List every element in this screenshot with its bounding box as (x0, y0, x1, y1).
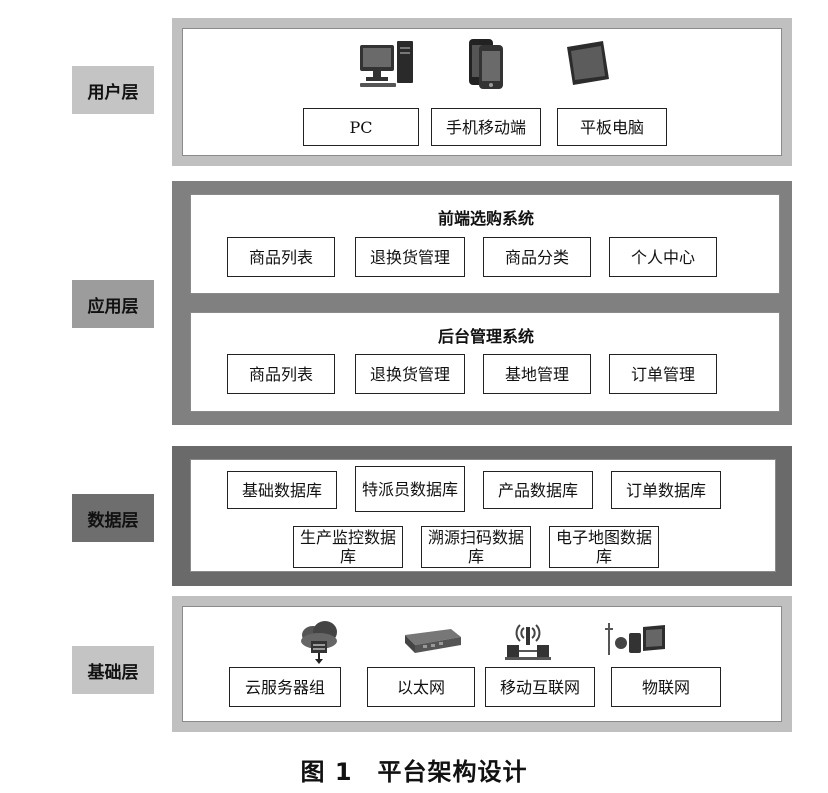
base-layer-panel: 云服务器组 以太网 移动互联网 物联网 (182, 606, 782, 722)
figure-caption: 图 1 平台架构设计 (300, 758, 528, 786)
iot-devices-icon (605, 623, 665, 655)
base-layer-frame: 云服务器组 以太网 移动互联网 物联网 (172, 596, 792, 732)
data-box-commissioner-db: 特派员数据库 (355, 466, 465, 512)
layer-label-app: 应用层 (72, 280, 154, 328)
mobile-phone-icon (469, 39, 503, 89)
back-box-base: 基地管理 (483, 354, 591, 394)
back-system-panel: 后台管理系统 商品列表 退换货管理 基地管理 订单管理 (190, 312, 780, 412)
base-box-ethernet: 以太网 (367, 667, 475, 707)
data-box-product-db: 产品数据库 (483, 471, 593, 509)
user-layer-frame: PC 手机移动端 平板电脑 (172, 18, 792, 166)
data-layer-panel: 基础数据库 特派员数据库 产品数据库 订单数据库 生产监控数据库 溯源扫码数据库… (190, 459, 776, 572)
data-box-basic-db: 基础数据库 (227, 471, 337, 509)
layer-label-user: 用户层 (72, 66, 154, 114)
base-box-iot: 物联网 (611, 667, 721, 707)
back-box-orders: 订单管理 (609, 354, 717, 394)
wireless-antenna-icon (505, 624, 551, 660)
tablet-icon (567, 41, 609, 85)
data-box-monitor-db: 生产监控数据库 (293, 526, 403, 568)
base-box-mobile-internet: 移动互联网 (485, 667, 595, 707)
back-box-product-list: 商品列表 (227, 354, 335, 394)
front-system-title: 前端选购系统 (437, 209, 534, 228)
user-layer-panel: PC 手机移动端 平板电脑 (182, 28, 782, 156)
front-system-panel: 前端选购系统 商品列表 退换货管理 商品分类 个人中心 (190, 194, 780, 294)
front-box-returns: 退换货管理 (355, 237, 465, 277)
data-box-order-db: 订单数据库 (611, 471, 721, 509)
back-box-returns: 退换货管理 (355, 354, 465, 394)
ethernet-switch-icon (405, 629, 461, 653)
data-box-trace-db: 溯源扫码数据库 (421, 526, 531, 568)
user-box-tablet: 平板电脑 (557, 108, 667, 146)
front-box-product-list: 商品列表 (227, 237, 335, 277)
data-layer-frame: 基础数据库 特派员数据库 产品数据库 订单数据库 生产监控数据库 溯源扫码数据库… (172, 446, 792, 586)
cloud-server-icon (301, 621, 337, 664)
user-box-pc: PC (303, 108, 419, 146)
front-box-category: 商品分类 (483, 237, 591, 277)
front-box-personal: 个人中心 (609, 237, 717, 277)
data-box-map-db: 电子地图数据库 (549, 526, 659, 568)
layer-label-data: 数据层 (72, 494, 154, 542)
user-box-mobile: 手机移动端 (431, 108, 541, 146)
app-layer-frame: 前端选购系统 商品列表 退换货管理 商品分类 个人中心 后台管理系统 商品列表 … (172, 181, 792, 425)
layer-label-base: 基础层 (72, 646, 154, 694)
base-box-cloud: 云服务器组 (229, 667, 341, 707)
back-system-title: 后台管理系统 (437, 327, 534, 346)
desktop-pc-icon (360, 41, 413, 87)
